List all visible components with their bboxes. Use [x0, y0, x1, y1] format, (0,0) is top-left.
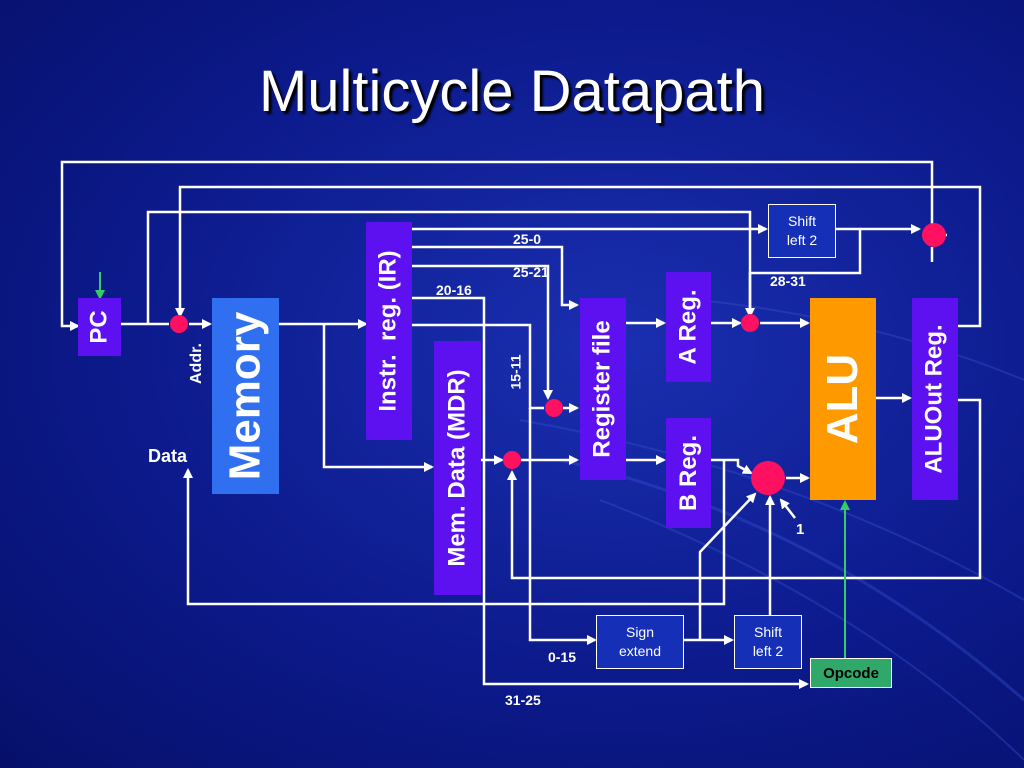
write-data-mux	[503, 451, 521, 469]
sign-extend-box: Sign extend	[596, 615, 684, 669]
shift-left-bottom-box: Shift left 2	[734, 615, 802, 669]
bits-15-11-label: 15-11	[507, 354, 524, 390]
bits-28-31-label: 28-31	[770, 273, 806, 289]
memory-block: Memory	[212, 298, 279, 494]
alu-b-mux	[751, 461, 785, 495]
reg-dest-mux	[545, 399, 563, 417]
bits-25-21-label: 25-21	[513, 264, 549, 280]
bits-25-0-label: 25-0	[513, 231, 542, 247]
instruction-register: Instr. reg. (IR)	[366, 222, 412, 440]
register-file: Register file	[580, 298, 626, 480]
bits-31-25-label: 31-25	[505, 692, 541, 708]
addr-label: Addr.	[188, 343, 205, 384]
pc-register: PC	[78, 298, 121, 356]
constant-one-label: 1	[796, 521, 805, 538]
data-label: Data	[148, 446, 188, 466]
addr-mux	[170, 315, 188, 333]
alu-block: ALU	[810, 298, 876, 500]
shift-left-top-box: Shift left 2	[768, 204, 836, 258]
a-register: A Reg.	[666, 272, 711, 382]
alu-a-mux	[741, 314, 759, 332]
aluout-register: ALUOut Reg.	[912, 298, 958, 500]
slide-title: Multicycle Datapath	[258, 59, 766, 124]
b-register: B Reg.	[666, 418, 711, 528]
bits-0-15-label: 0-15	[548, 649, 577, 665]
opcode-box: Opcode	[810, 658, 892, 688]
memory-data-register: Mem. Data (MDR)	[434, 341, 481, 595]
bits-20-16-label: 20-16	[436, 282, 472, 298]
pc-source-mux	[922, 223, 946, 247]
